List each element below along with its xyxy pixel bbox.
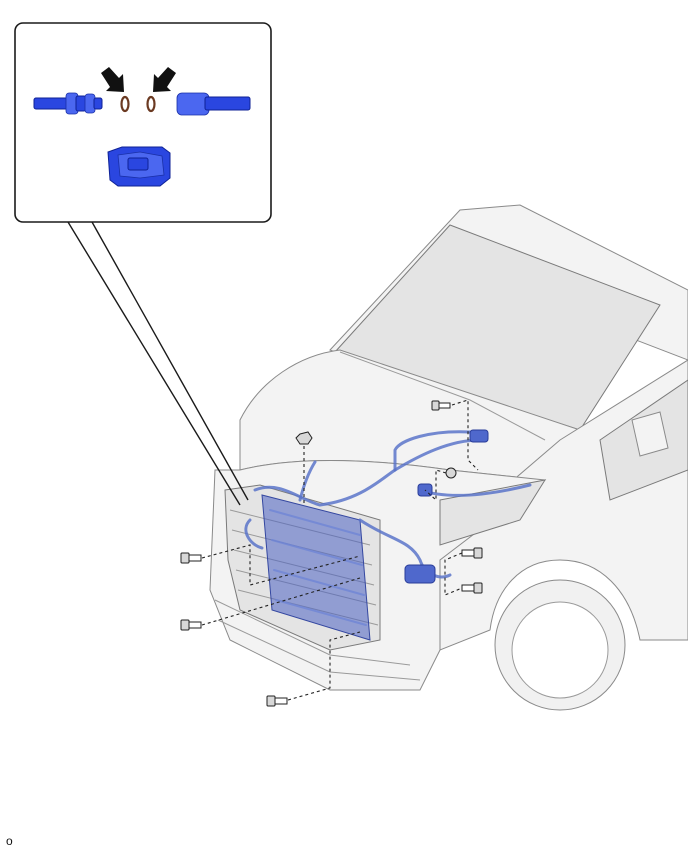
- bolt: [461, 547, 483, 559]
- callout-frame: [14, 22, 272, 223]
- figure-code: o: [6, 834, 13, 848]
- vehicle-front: [209, 204, 688, 711]
- bolt: [180, 619, 202, 631]
- o-ring-icon: [120, 95, 130, 113]
- grommet: [445, 467, 457, 479]
- wire-harness: [244, 429, 532, 584]
- hose-clip: [107, 146, 171, 187]
- fasteners: [180, 399, 483, 707]
- arrow-down-left-icon: [153, 67, 176, 92]
- vehicle-wheel-hub: [511, 601, 609, 699]
- detail-callout: [14, 22, 272, 223]
- o-ring-icon: [146, 95, 156, 113]
- bolt: [431, 400, 451, 411]
- hose-left: [33, 92, 103, 115]
- bolt: [266, 695, 288, 707]
- callout-leader: [67, 221, 249, 506]
- harness-connector: [469, 429, 489, 443]
- bolt: [180, 552, 202, 564]
- harness-connector: [404, 564, 436, 584]
- arrow-down-right-icon: [101, 67, 124, 92]
- bolt: [461, 582, 483, 594]
- vehicle-mirror: [631, 411, 669, 457]
- nut: [295, 431, 313, 445]
- hose-right: [176, 92, 251, 116]
